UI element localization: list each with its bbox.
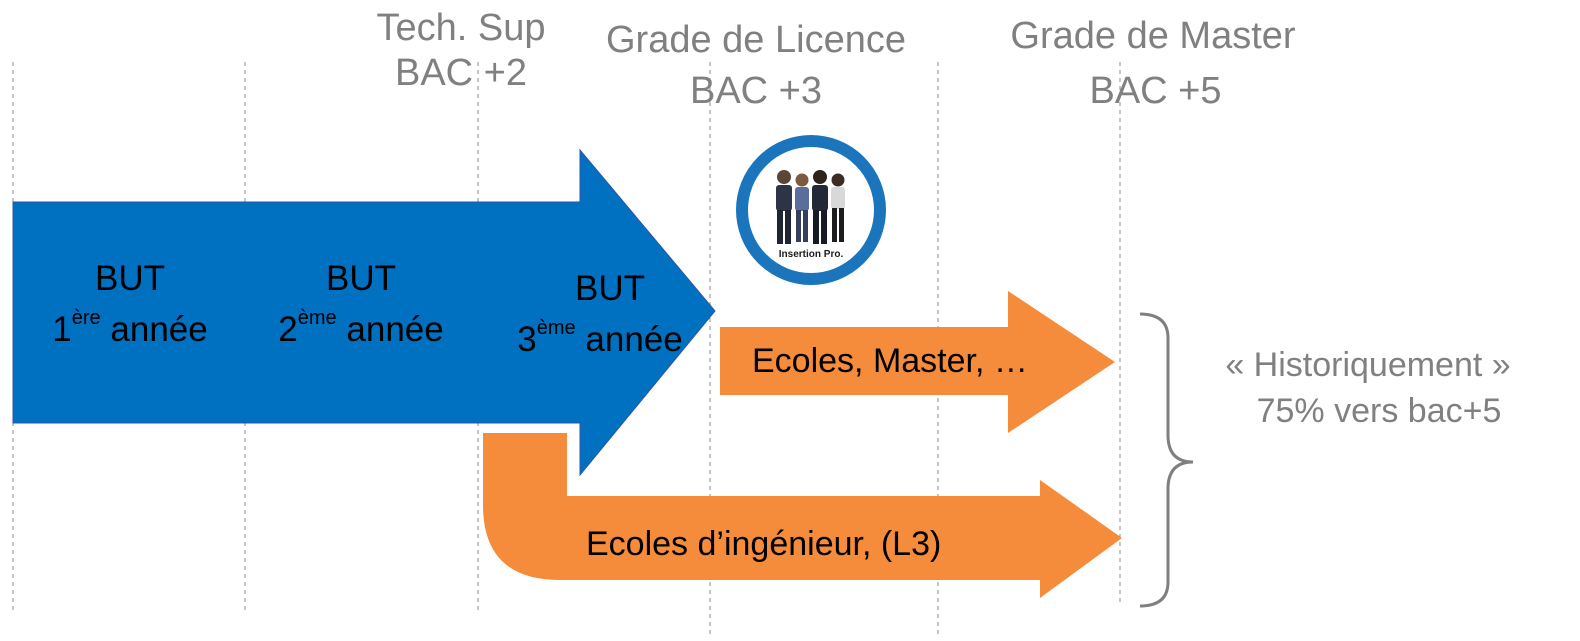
but-year-3: BUT 3ème année (484, 268, 716, 361)
ecoles-master-label: Ecoles, Master, … (752, 342, 1028, 380)
but-year-1-sup: ère (71, 307, 101, 330)
but-year-3-word: année (585, 320, 683, 360)
master-line2: BAC +5 (1089, 69, 1222, 112)
right-brace (1139, 312, 1194, 608)
historique-note: « Historiquement » 75% vers bac+5 (1168, 342, 1568, 434)
but-year-2: BUT 2ème année (246, 258, 476, 351)
master-line1: Grade de Master (1010, 15, 1296, 57)
but-year-2-title: BUT (326, 259, 396, 298)
but-year-3-sup: ème (536, 317, 576, 340)
but-year-1: BUT 1ère année (22, 258, 238, 351)
but-year-2-word: année (346, 310, 444, 350)
insertion-pro-caption: Insertion Pro. (778, 249, 844, 260)
licence-label: Grade de Licence BAC +3 (578, 18, 934, 114)
but-year-2-subtitle: 2ème année (246, 307, 476, 350)
insertion-pro-badge: Insertion Pro. (736, 135, 886, 285)
ecoles-ingenieur-label: Ecoles d’ingénieur, (L3) (586, 525, 942, 563)
historique-line1: « Historiquement » (1225, 346, 1511, 384)
but-year-1-num: 1 (52, 310, 72, 350)
but-year-2-num: 2 (278, 310, 298, 350)
but-year-1-word: année (110, 310, 208, 350)
but-year-2-sup: ème (297, 307, 337, 330)
historique-line2: 75% vers bac+5 (1256, 392, 1502, 431)
people-icon (776, 170, 845, 244)
but-year-3-subtitle: 3ème année (484, 317, 716, 360)
but-year-3-num: 3 (517, 320, 537, 360)
but-year-1-subtitle: 1ère année (22, 307, 238, 350)
ecoles-master-arrow (720, 291, 1115, 433)
tech-sup-line1: Tech. Sup (376, 7, 546, 49)
licence-line2: BAC +3 (689, 69, 823, 112)
but-year-3-title: BUT (575, 269, 645, 308)
tech-sup-line2: BAC +2 (394, 51, 528, 94)
ecoles-ingenieur-arrow (483, 433, 1122, 598)
but-main-arrow (12, 148, 716, 477)
tech-sup-label: Tech. Sup BAC +2 (366, 6, 556, 96)
licence-line1: Grade de Licence (606, 19, 906, 61)
master-label: Grade de Master BAC +5 (964, 14, 1342, 114)
but-year-1-title: BUT (95, 259, 165, 298)
